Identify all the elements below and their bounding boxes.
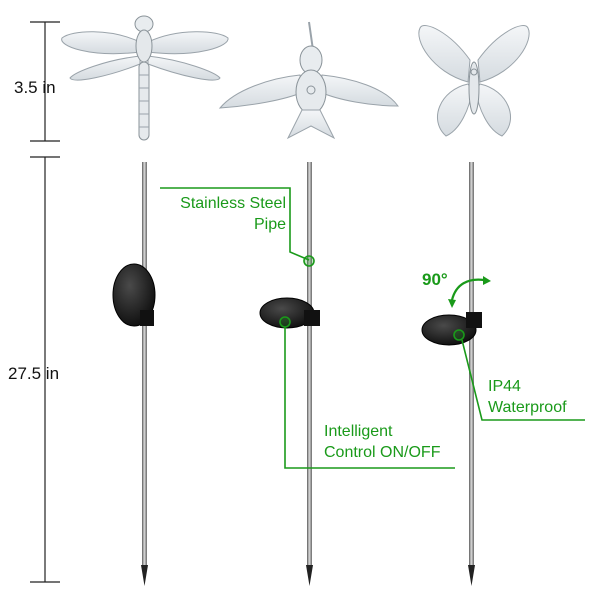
stake-height-label: 27.5 in (8, 364, 60, 383)
ip44-waterproof-label: IP44 Waterproof (488, 376, 567, 418)
top-height-label: 3.5 in (14, 78, 56, 97)
ip44-label-line2: Waterproof (488, 399, 567, 416)
stainless-steel-pipe-label: Stainless Steel Pipe (150, 193, 286, 235)
dragonfly-icon (61, 15, 229, 141)
pole-middle (306, 162, 313, 586)
ip44-label-line1: IP44 (488, 378, 521, 395)
pole-left (141, 162, 148, 586)
callout-lines (160, 187, 585, 469)
control-label-line2: Control ON/OFF (324, 444, 441, 461)
pipe-label-line1: Stainless Steel (180, 195, 286, 212)
hummingbird-icon (218, 21, 399, 140)
solar-panel-middle (259, 297, 320, 329)
butterfly-icon (418, 25, 530, 137)
pole-right (468, 162, 475, 586)
intelligent-control-label: Intelligent Control ON/OFF (324, 421, 440, 463)
dimension-top (30, 21, 60, 142)
dimension-stake (30, 156, 60, 583)
control-label-line1: Intelligent (324, 423, 393, 440)
solar-panel-left (112, 263, 156, 327)
rotation-angle-label: 90° (422, 270, 448, 289)
pipe-label-line2: Pipe (253, 216, 286, 233)
